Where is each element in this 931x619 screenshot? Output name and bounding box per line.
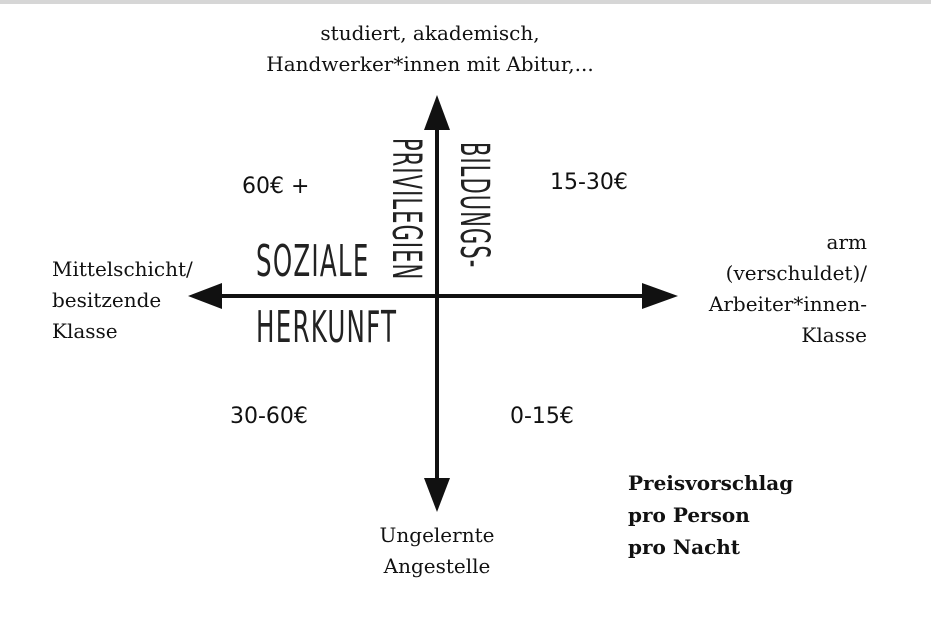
quadrant-top-left-price: 60€ + [242, 174, 310, 199]
price-note-line: pro Person [628, 503, 750, 527]
axis-title-soziale: SOZIALE [256, 236, 370, 287]
right-axis-label-line: arm [826, 230, 867, 254]
right-axis-label-line: Arbeiter*innen- [708, 292, 867, 316]
left-axis-label-line: Klasse [52, 319, 118, 343]
left-axis-label-line: besitzende [52, 288, 162, 312]
price-note-line: pro Nacht [628, 535, 741, 559]
right-arrowhead [642, 283, 678, 309]
price-note: Preisvorschlag pro Person pro Nacht [628, 467, 793, 563]
axis-title-privilegien: PRIVILEGIEN [383, 138, 429, 281]
quadrant-top-right-price: 15-30€ [550, 170, 628, 195]
axis-title-bildungs: BILDUNGS- [451, 142, 497, 269]
bottom-axis-label: Ungelernte Angestelle [337, 520, 537, 582]
top-border [0, 0, 931, 4]
right-axis-label-line: Klasse [801, 323, 867, 347]
top-axis-label: studiert, akademisch, Handwerker*innen m… [200, 18, 660, 80]
right-axis-label: arm (verschuldet)/ Arbeiter*innen- Klass… [660, 227, 867, 351]
axis-title-herkunft: HERKUNFT [256, 302, 398, 353]
bottom-axis-label-line: Ungelernte [379, 523, 495, 547]
top-arrowhead [424, 95, 450, 130]
top-axis-label-line: studiert, akademisch, [320, 21, 540, 45]
right-axis-label-line: (verschuldet)/ [725, 261, 867, 285]
left-arrowhead [188, 283, 222, 309]
quadrant-bottom-right-price: 0-15€ [510, 404, 574, 429]
price-note-line: Preisvorschlag [628, 471, 794, 495]
bottom-arrowhead [424, 478, 450, 512]
quadrant-bottom-left-price: 30-60€ [230, 404, 308, 429]
top-axis-label-line: Handwerker*innen mit Abitur,... [266, 52, 594, 76]
left-axis-label-line: Mittelschicht/ [52, 257, 193, 281]
left-axis-label: Mittelschicht/ besitzende Klasse [52, 254, 193, 347]
bottom-axis-label-line: Angestelle [383, 554, 491, 578]
